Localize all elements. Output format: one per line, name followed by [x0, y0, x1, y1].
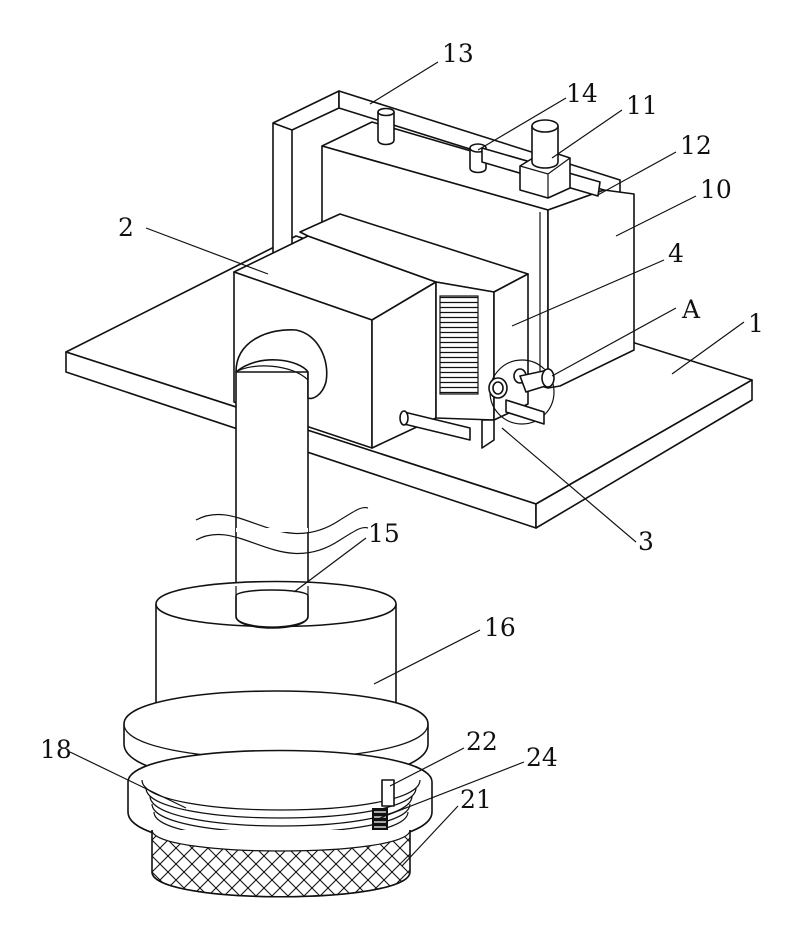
label-12: 12	[680, 131, 712, 160]
label-10: 10	[700, 175, 732, 204]
mesh-filter	[150, 820, 412, 910]
vent-grille	[440, 296, 478, 394]
label-24: 24	[526, 743, 558, 772]
label-18: 18	[40, 735, 72, 764]
label-11: 11	[626, 91, 658, 120]
post-13	[378, 109, 394, 145]
label-22: 22	[466, 727, 498, 756]
label-21: 21	[460, 785, 492, 814]
label-16: 16	[484, 613, 516, 642]
label-13: 13	[442, 39, 474, 68]
label-A: A	[681, 295, 701, 324]
label-4: 4	[668, 239, 684, 268]
label-1: 1	[748, 309, 764, 338]
label-14: 14	[566, 79, 598, 108]
suction-pipe	[236, 330, 327, 624]
label-3: 3	[638, 527, 654, 556]
label-2: 2	[118, 213, 134, 242]
label-15: 15	[368, 519, 400, 548]
